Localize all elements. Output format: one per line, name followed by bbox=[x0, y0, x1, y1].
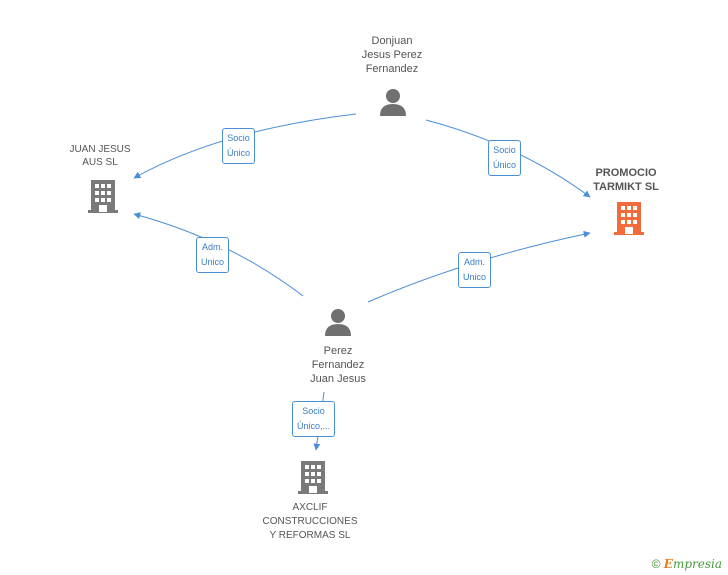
node-label-juan-jesus-aus[interactable]: JUAN JESUS AUS SL bbox=[60, 143, 140, 169]
label-line: Juan Jesus bbox=[310, 373, 366, 385]
edge-badge-perez-juan[interactable]: Adm. Unico bbox=[196, 237, 230, 273]
building-icon[interactable] bbox=[298, 461, 328, 494]
edge-badge-perez-promocio[interactable]: Adm. Unico bbox=[458, 252, 492, 288]
node-label-perez-fernandez[interactable]: Perez Fernandez Juan Jesus bbox=[298, 344, 378, 386]
label-line: AUS SL bbox=[82, 157, 118, 168]
badge-line: Unico bbox=[201, 257, 225, 267]
badge-line: Socio bbox=[493, 145, 516, 155]
label-line: Fernandez bbox=[365, 63, 419, 75]
edge-badge-donjuan-promocio[interactable]: Socio Único bbox=[488, 140, 522, 176]
copyright-notice: © Empresia bbox=[652, 557, 722, 571]
badge-line: Adm. bbox=[202, 242, 224, 252]
node-label-axclif[interactable]: AXCLIF CONSTRUCCIONES Y REFORMAS SL bbox=[255, 501, 365, 543]
brand-logo[interactable]: Empresia bbox=[664, 557, 722, 571]
building-icon[interactable] bbox=[88, 180, 118, 213]
label-line: Perez bbox=[323, 345, 353, 357]
label-line: AXCLIF bbox=[292, 502, 328, 513]
brand-name: mpresia bbox=[672, 557, 722, 571]
label-line: PROMOCIO bbox=[595, 167, 657, 179]
copyright-icon: © bbox=[651, 557, 661, 571]
person-icon[interactable] bbox=[380, 89, 406, 116]
label-line: CONSTRUCCIONES bbox=[262, 516, 358, 527]
edge-badge-donjuan-juan[interactable]: Socio Único bbox=[222, 128, 256, 164]
building-icon[interactable] bbox=[614, 202, 644, 235]
label-line: JUAN JESUS bbox=[69, 144, 131, 155]
brand-initial: E bbox=[663, 557, 673, 571]
label-line: Jesus Perez bbox=[361, 49, 423, 61]
edge-badge-perez-axclif[interactable]: Socio Único,... bbox=[292, 401, 336, 437]
badge-line: Adm. bbox=[464, 257, 486, 267]
badge-line: Socio bbox=[302, 406, 325, 416]
label-line: TARMIKT SL bbox=[593, 181, 659, 193]
badge-line: Único,... bbox=[297, 421, 331, 431]
badge-line: Socio bbox=[227, 133, 250, 143]
label-line: Fernandez bbox=[311, 359, 365, 371]
label-line: Donjuan bbox=[371, 35, 413, 47]
label-line: Y REFORMAS SL bbox=[269, 530, 351, 541]
badge-line: Único bbox=[493, 160, 517, 170]
node-label-promocio-tarmikt[interactable]: PROMOCIO TARMIKT SL bbox=[584, 166, 668, 194]
node-label-donjuan[interactable]: Donjuan Jesus Perez Fernandez bbox=[352, 34, 432, 76]
badge-line: Unico bbox=[463, 272, 487, 282]
person-icon[interactable] bbox=[325, 309, 351, 336]
badge-line: Único bbox=[227, 148, 251, 158]
